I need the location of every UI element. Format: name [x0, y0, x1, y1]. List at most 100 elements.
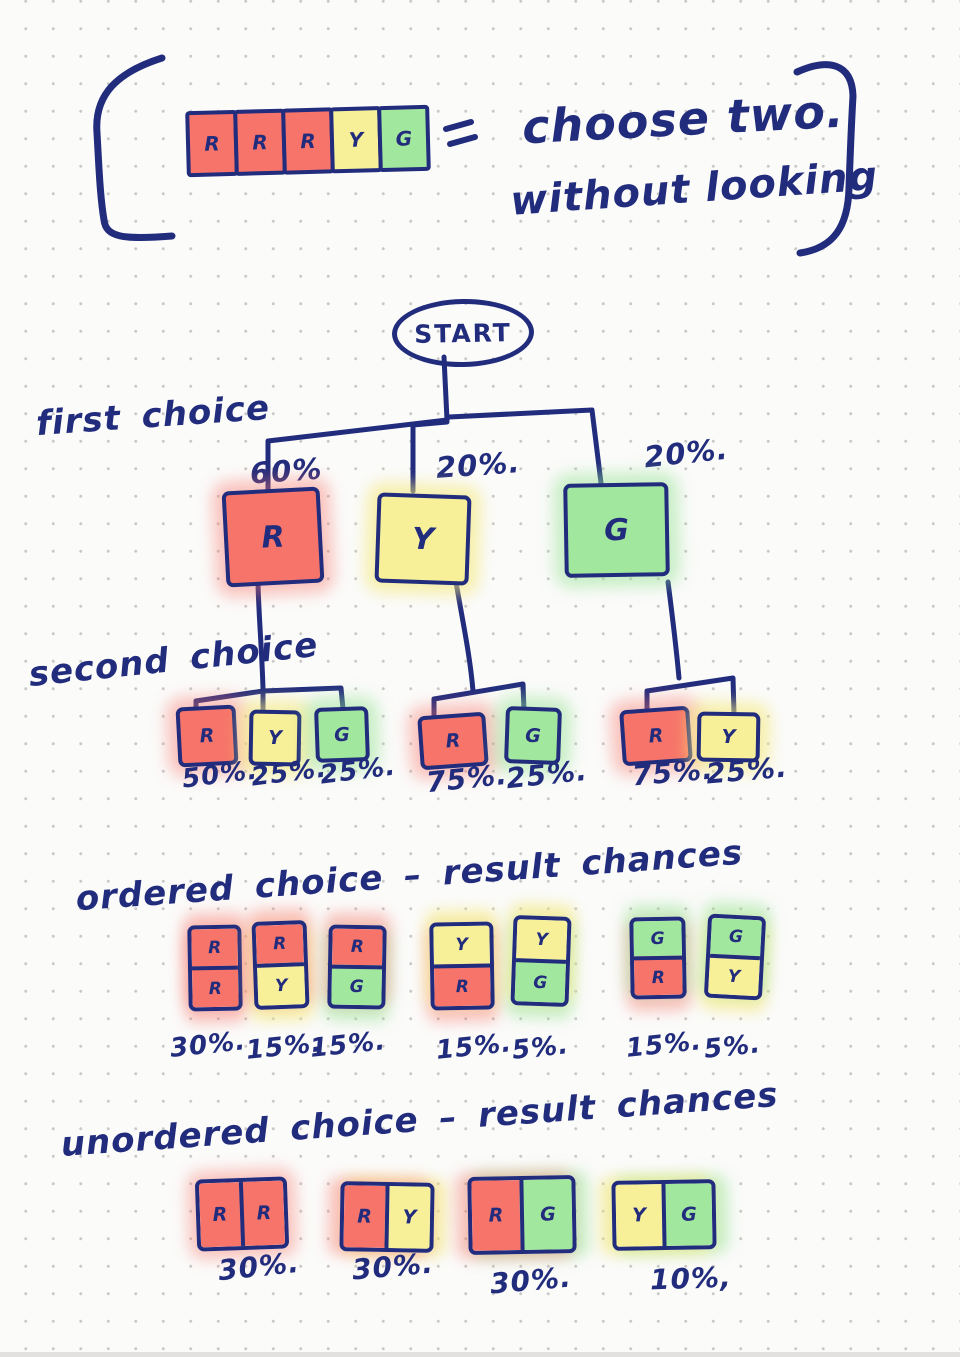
pair-bottom: Y — [708, 953, 761, 997]
cell-letter: G — [349, 976, 364, 998]
tile-letter: G — [395, 126, 413, 151]
branch-to-g — [446, 407, 604, 486]
pair-left: R — [471, 1180, 521, 1251]
unordered-percent-ry: 30%. — [350, 1246, 435, 1287]
r-child-stem — [255, 581, 266, 692]
unordered-pair-rg: R G — [467, 1175, 577, 1255]
legend-tile-row: R R R Y G — [185, 104, 431, 178]
ordered-percent-yg: 5%. — [510, 1030, 571, 1066]
cell-letter: R — [356, 1205, 373, 1228]
unordered-pair-yg: Y G — [611, 1179, 717, 1251]
g-child-stem — [665, 579, 682, 681]
pair-top: Y — [433, 925, 490, 965]
cell-letter: R — [651, 967, 666, 988]
pair-top: Y — [516, 919, 568, 960]
box-letter: Y — [411, 521, 435, 557]
cell-letter: R — [488, 1204, 504, 1227]
tile-letter: R — [204, 131, 221, 156]
ordered-pair-gr: G R — [629, 916, 687, 1000]
branch-percent-y: 20%. — [434, 445, 522, 485]
pair-right: R — [238, 1180, 286, 1247]
pair-top: R — [191, 928, 238, 967]
pair-top: G — [710, 917, 762, 957]
ordered-pair-yr: Y R — [429, 921, 495, 1011]
box-letter: R — [647, 724, 665, 748]
equals-sign — [443, 119, 474, 132]
cell-letter: R — [212, 1203, 228, 1227]
cell-letter: R — [272, 933, 287, 955]
cell-letter: R — [207, 937, 222, 958]
second-choice-yg: G — [504, 706, 562, 765]
pair-top: R — [332, 928, 383, 966]
cell-letter: G — [728, 926, 744, 948]
pair-left: R — [343, 1185, 386, 1248]
first-choice-box-r: R — [221, 486, 325, 588]
cell-letter: Y — [402, 1206, 417, 1229]
right-bracket-stroke — [793, 61, 857, 257]
y-child-stem — [453, 579, 476, 694]
legend-tile-r2: R — [233, 108, 287, 176]
branch-percent-r: 60% — [248, 451, 324, 491]
ordered-pair-yg: Y G — [510, 915, 572, 1007]
pair-top: G — [633, 920, 682, 957]
first-choice-box-g: G — [563, 482, 670, 578]
ordered-pair-ry: R Y — [251, 920, 310, 1010]
tree-stem — [441, 354, 450, 423]
box-letter: G — [333, 723, 351, 746]
cell-letter: G — [532, 972, 548, 993]
box-letter: R — [444, 729, 462, 753]
pair-right: G — [519, 1179, 573, 1251]
legend-tile-r1: R — [185, 109, 239, 178]
cell-letter: Y — [631, 1204, 647, 1227]
pair-bottom: R — [191, 965, 239, 1008]
y-child-tee — [431, 681, 527, 721]
unordered-pair-ry: R Y — [339, 1181, 435, 1253]
pair-bottom: Y — [256, 962, 306, 1006]
legend-tile-g: G — [377, 104, 431, 173]
tile-letter: R — [299, 128, 317, 154]
cell-letter: G — [539, 1203, 556, 1226]
box-letter: Y — [721, 725, 736, 749]
cell-letter: Y — [535, 929, 549, 950]
cell-letter: R — [256, 1201, 272, 1225]
box-letter: G — [603, 512, 630, 548]
tile-letter: R — [252, 130, 269, 155]
cell-letter: R — [350, 936, 365, 958]
box-letter: Y — [267, 726, 283, 750]
tile-letter: Y — [348, 127, 364, 152]
ordered-pair-rr: R R — [187, 924, 243, 1012]
box-letter: R — [199, 724, 215, 748]
pair-top: R — [255, 924, 304, 964]
pair-bottom: R — [433, 963, 491, 1007]
pair-bottom: G — [514, 958, 567, 1003]
box-letter: G — [524, 724, 542, 747]
equals-sign — [447, 134, 478, 147]
legend-tile-y: Y — [329, 106, 383, 174]
cell-letter: R — [208, 978, 223, 999]
first-choice-box-y: Y — [374, 492, 472, 586]
cell-letter: Y — [274, 975, 288, 997]
ordered-pair-rg: R G — [327, 924, 387, 1010]
unordered-percent-yg: 10%, — [649, 1260, 733, 1297]
cell-letter: G — [650, 928, 665, 949]
pair-bottom: R — [633, 955, 683, 996]
pair-left: Y — [615, 1184, 663, 1247]
second-percent-gy: 25%. — [704, 750, 789, 791]
g-child-tee — [644, 675, 737, 716]
pair-left: R — [198, 1182, 242, 1248]
page-bottom-edge — [0, 1352, 960, 1357]
branch-to-y — [410, 419, 450, 494]
pair-right: Y — [384, 1185, 431, 1249]
ordered-percent-gy: 5%. — [702, 1029, 763, 1065]
pair-right: G — [661, 1183, 713, 1247]
box-letter: R — [260, 518, 286, 556]
second-percent-gr: 75%. — [630, 752, 715, 793]
pair-bottom: G — [331, 964, 383, 1006]
legend-tile-r3: R — [281, 107, 335, 175]
branch-to-r — [265, 417, 450, 495]
cell-letter: Y — [727, 966, 741, 988]
cell-letter: R — [455, 976, 470, 998]
unordered-percent-rg: 30%. — [488, 1260, 573, 1301]
